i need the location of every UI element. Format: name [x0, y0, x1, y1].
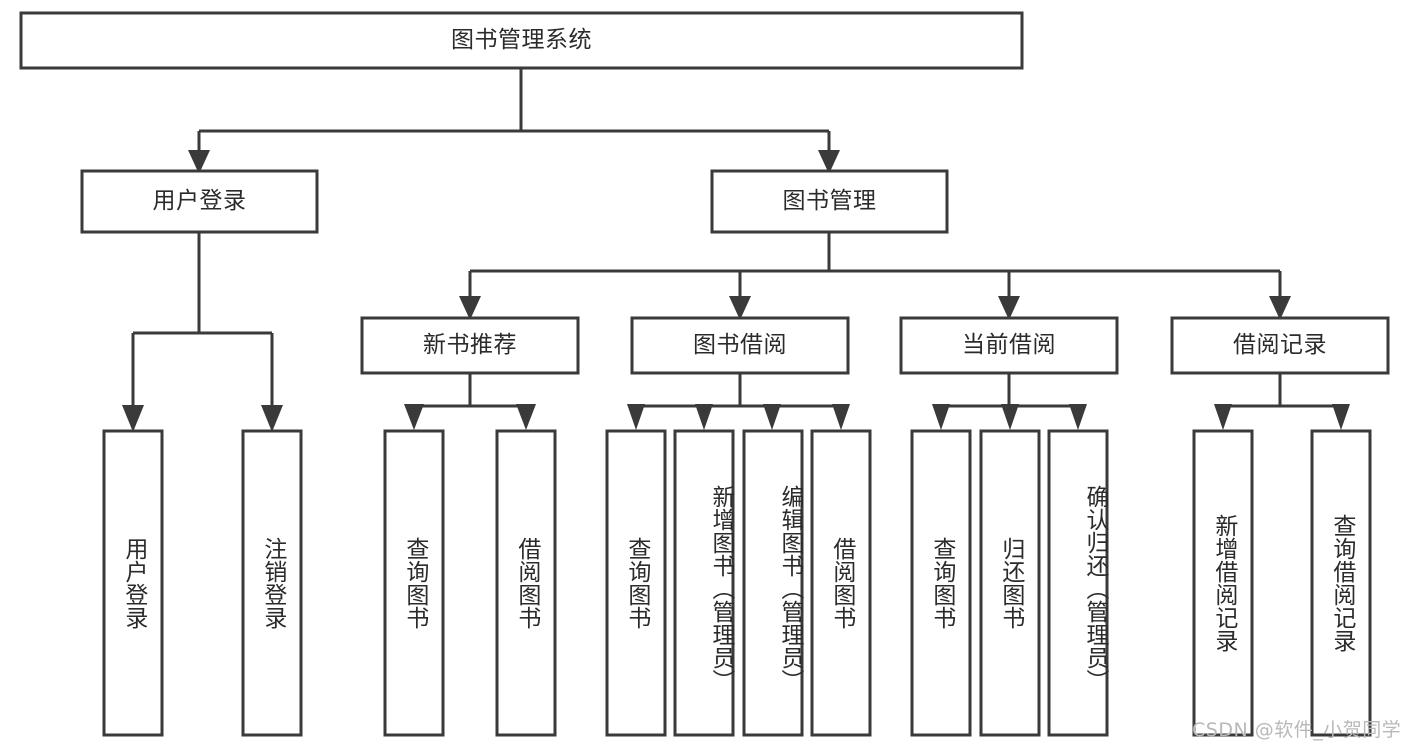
arrowhead-leaf-newbook-0	[404, 404, 424, 430]
arrowhead-leaf-borrow-1	[695, 404, 713, 430]
arrowhead-leaf-borrow-0	[627, 404, 645, 430]
node-box-borrow-records[interactable]	[1170, 316, 1390, 375]
node-box-leaf-current-2[interactable]	[1047, 429, 1109, 737]
node-box-leaf-newbook-1[interactable]	[495, 429, 557, 737]
node-box-leaf-borrow-3[interactable]	[810, 429, 872, 737]
node-box-leaf-borrow-2[interactable]	[742, 429, 804, 737]
node-box-root[interactable]	[19, 11, 1024, 70]
arrowhead-leaf-current-1	[1001, 404, 1019, 430]
arrowhead-l3-2	[998, 296, 1020, 320]
node-box-book-borrow[interactable]	[630, 316, 850, 375]
node-box-leaf-borrow-1[interactable]	[673, 429, 735, 737]
node-box-leaf-current-0[interactable]	[910, 429, 972, 737]
arrowhead-leaf-current-0	[932, 404, 950, 430]
arrowhead-leaf-records-0	[1214, 404, 1232, 430]
node-box-book-mgmt[interactable]	[710, 169, 949, 234]
arrowhead-leaf-user-0	[122, 405, 144, 432]
arrowhead-l3-3	[1269, 296, 1291, 320]
arrowhead-leaf-user-1	[261, 405, 283, 432]
arrowhead-leaf-borrow-2	[763, 404, 781, 430]
node-box-leaf-records-0[interactable]	[1192, 429, 1254, 737]
arrowhead-user-login	[188, 150, 210, 174]
arrowhead-book-mgmt	[818, 150, 840, 174]
node-box-leaf-user-login-0[interactable]	[102, 429, 164, 737]
arrowhead-leaf-newbook-1	[516, 404, 536, 430]
node-box-new-book-recommend[interactable]	[360, 316, 580, 375]
node-box-current-borrow[interactable]	[899, 316, 1119, 375]
arrowhead-group	[122, 150, 1350, 432]
node-box-user-login[interactable]	[80, 169, 319, 234]
arrowhead-l3-1	[729, 296, 751, 320]
node-box-leaf-user-login-1[interactable]	[241, 429, 303, 737]
arrowhead-leaf-records-1	[1332, 404, 1350, 430]
arrowhead-leaf-current-2	[1069, 404, 1087, 430]
node-box-leaf-newbook-0[interactable]	[383, 429, 445, 737]
node-box-leaf-borrow-0[interactable]	[605, 429, 667, 737]
arrowhead-l3-0	[459, 296, 481, 320]
arrowhead-leaf-borrow-3	[832, 404, 850, 430]
node-box-leaf-records-1[interactable]	[1310, 429, 1372, 737]
node-box-leaf-current-1[interactable]	[979, 429, 1041, 737]
box-group	[19, 11, 1390, 737]
